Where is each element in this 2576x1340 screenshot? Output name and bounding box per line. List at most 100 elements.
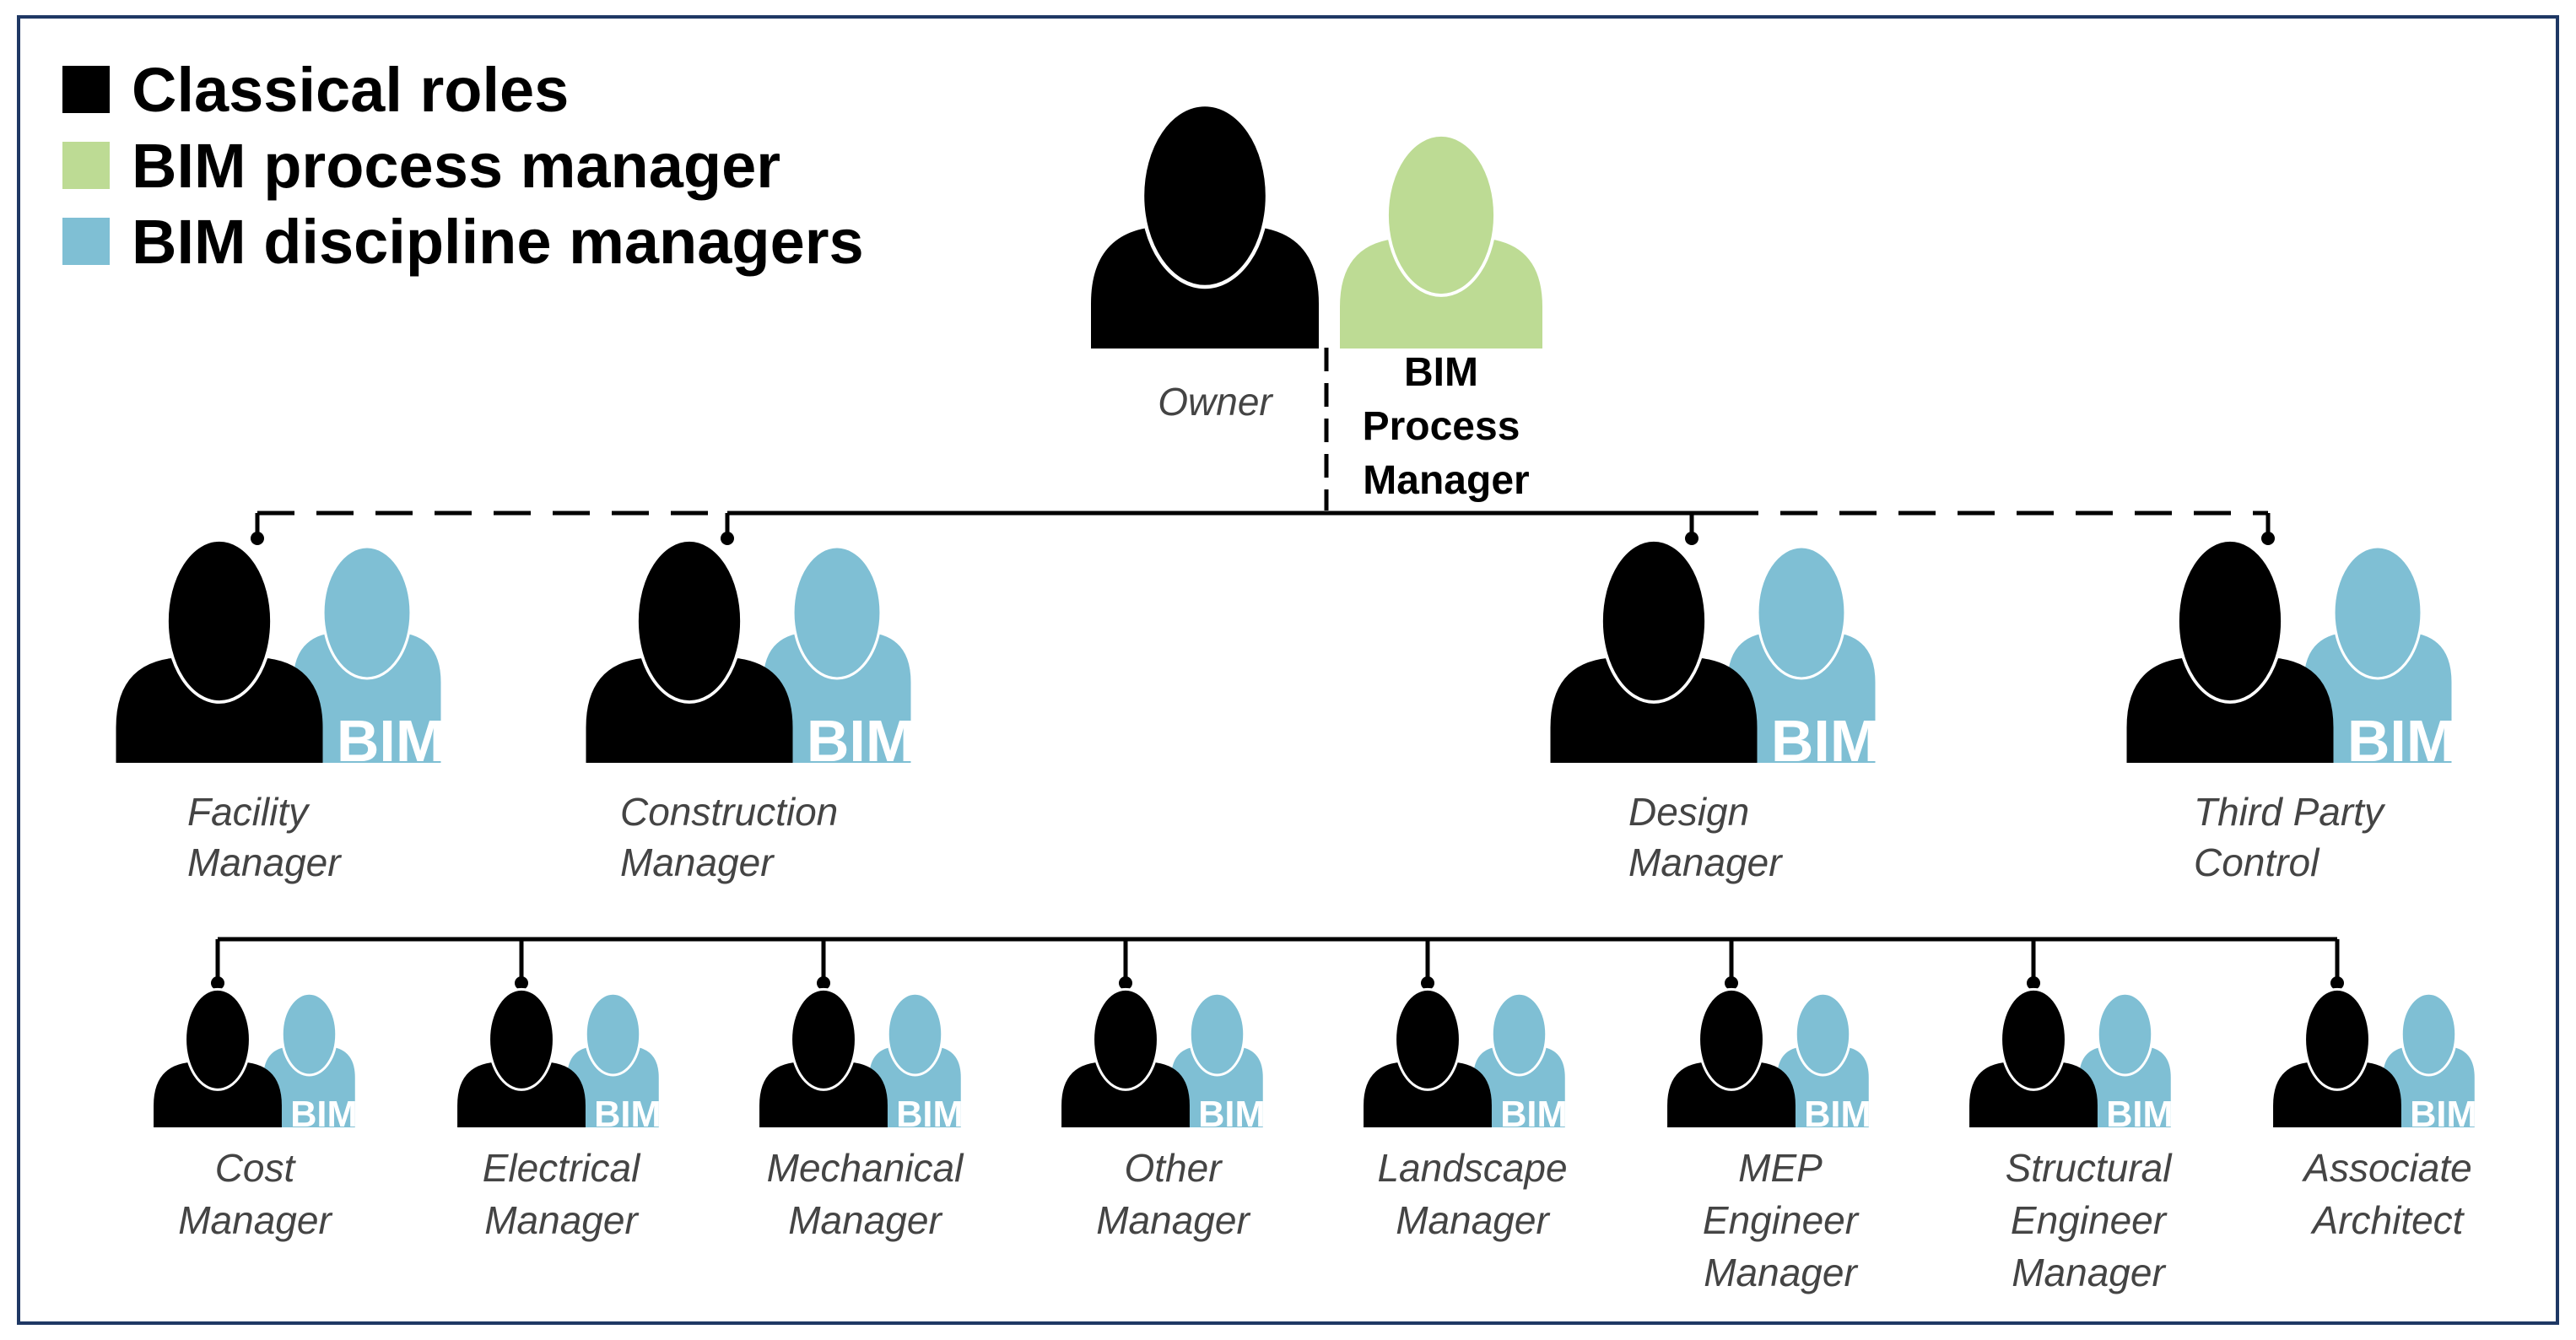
level2-landscape-manager-label-line-2: Manager (1396, 1198, 1550, 1242)
level1-facility-manager-bim-figure: BIM (293, 545, 445, 774)
level1-third-party-control-bim-mark: BIM (2347, 708, 2455, 774)
level2-mechanical-manager-bim-mark: BIM (896, 1094, 964, 1135)
level2-associate-architect-classical-figure-head (2303, 987, 2371, 1091)
level2-cost-manager-classical-figure-body (154, 1062, 282, 1127)
level1-facility-manager-bim-figure-body (293, 632, 441, 763)
level2-associate-architect-classical-figure (2273, 987, 2401, 1127)
level1-third-party-control-bim-figure: BIM (2303, 545, 2455, 774)
level2-other-manager-classical-figure (1061, 987, 1190, 1127)
connector-dot-level1-1 (251, 532, 264, 545)
level1-construction-manager-bim-figure-head (791, 545, 883, 680)
level1-design-manager-bim-figure: BIM (1727, 545, 1879, 774)
level2-structural-engineer-manager-label-line-1: Structural (2006, 1146, 2174, 1190)
level1-third-party-control-classical-figure-head (2176, 538, 2284, 704)
level2-structural-engineer-manager-classical-figure-body (1969, 1062, 2098, 1127)
level1-third-party-control-classical-figure-body (2126, 657, 2334, 763)
level2-mechanical-manager-classical-figure-head (790, 987, 857, 1091)
legend-swatch-bim-discipline (62, 218, 110, 265)
level2-landscape-manager-bim-figure-head (1490, 991, 1548, 1077)
level2-electrical-manager-label-line-1: Electrical (483, 1146, 641, 1190)
level1-facility-manager-label-line-1: Facility (187, 790, 311, 834)
top-figures (1091, 102, 1542, 349)
level2-structural-engineer-manager-bim-figure: BIM (2079, 991, 2174, 1135)
level1-design-manager-label-line-1: Design (1628, 790, 1749, 834)
level2-other-manager-classical-figure-body (1061, 1062, 1190, 1127)
level2-landscape-manager-bim-figure: BIM (1473, 991, 1568, 1135)
level1-construction-manager-bim-figure-body (763, 632, 911, 763)
level2-electrical-manager-bim-mark: BIM (594, 1094, 662, 1135)
level1-design-manager-bim-figure-head (1756, 545, 1847, 680)
level2-electrical-manager-bim-figure-head (584, 991, 642, 1077)
level1-construction-manager-classical-figure-body (586, 657, 793, 763)
connector-dot-level2-1 (211, 976, 224, 990)
legend-label-classical: Classical roles (132, 55, 569, 125)
level2-associate-architect-bim-figure: BIM (2383, 991, 2477, 1135)
level1-facility-manager-classical-figure-body (116, 657, 323, 763)
level2-mechanical-manager-classical-figure-body (759, 1062, 888, 1127)
level2-structural-engineer-manager-bim-figure-head (2096, 991, 2154, 1077)
level2-mep-engineer-manager-bim-figure: BIM (1777, 991, 1871, 1135)
level1-facility-manager-bim-figure-head (321, 545, 413, 680)
level2-associate-architect-label-line-1: Associate (2301, 1146, 2471, 1190)
level1-facility-manager-classical-figure (116, 538, 323, 763)
level2-structural-engineer-manager-label-line-3: Manager (2012, 1251, 2166, 1294)
level2-mechanical-manager-bim-figure: BIM (869, 991, 964, 1135)
level2-labels: CostManagerElectricalManagerMechanicalMa… (178, 1146, 2472, 1294)
level2-cost-manager-bim-mark: BIM (290, 1094, 358, 1135)
connector-dot-level2-6 (1725, 976, 1738, 990)
level2-mechanical-manager-classical-figure (759, 987, 888, 1127)
level1-third-party-control-bim-figure-head (2332, 545, 2423, 680)
level1-facility-manager-bim-mark: BIM (337, 708, 445, 774)
connector-dot-level1-4 (2261, 532, 2275, 545)
level2-structural-engineer-manager-bim-mark: BIM (2106, 1094, 2174, 1135)
level1-design-manager-bim-mark: BIM (1771, 708, 1879, 774)
level2-mep-engineer-manager-label-line-2: Engineer (1703, 1198, 1860, 1242)
level2-electrical-manager-classical-figure (457, 987, 586, 1127)
level2-roles: BIM BIM BIM BIM BIM BIM BIM BIM (154, 987, 2477, 1135)
level2-landscape-manager-classical-figure-body (1364, 1062, 1492, 1127)
connector-dot-level2-2 (515, 976, 528, 990)
level2-mechanical-manager-bim-figure-head (886, 991, 944, 1077)
level2-cost-manager-bim-figure-body (263, 1046, 355, 1127)
connector-dot-level2-7 (2027, 976, 2040, 990)
level2-mep-engineer-manager-bim-figure-body (1777, 1046, 1869, 1127)
level2-cost-manager-bim-figure: BIM (263, 991, 358, 1135)
bim-process-manager-label-line-3: Manager (1363, 458, 1529, 503)
level2-mep-engineer-manager-bim-mark: BIM (1804, 1094, 1871, 1135)
bim-process-manager-figure (1340, 133, 1542, 349)
bim-process-manager-label-line-2: Process (1363, 404, 1520, 449)
connector-dot-level2-5 (1421, 976, 1434, 990)
level1-design-manager-classical-figure-head (1600, 538, 1708, 704)
level2-landscape-manager-bim-mark: BIM (1500, 1094, 1568, 1135)
level1-design-manager-bim-figure-body (1727, 632, 1876, 763)
level2-structural-engineer-manager-classical-figure (1969, 987, 2098, 1127)
level2-mechanical-manager-label-line-1: Mechanical (767, 1146, 964, 1190)
level2-electrical-manager-label-line-2: Manager (484, 1198, 639, 1242)
connector-dot-level2-3 (817, 976, 830, 990)
level2-landscape-manager-classical-figure (1364, 987, 1492, 1127)
level2-electrical-manager-bim-figure-body (567, 1046, 659, 1127)
owner-figure-head (1140, 102, 1270, 289)
level2-mep-engineer-manager-label-line-3: Manager (1704, 1251, 1858, 1294)
level1-facility-manager-label-line-2: Manager (187, 840, 342, 884)
connectors (215, 348, 2340, 983)
level1-design-manager-classical-figure (1550, 538, 1758, 763)
level2-associate-architect-classical-figure-body (2273, 1062, 2401, 1127)
level2-mechanical-manager-bim-figure-body (869, 1046, 961, 1127)
legend-label-bim-discipline: BIM discipline managers (132, 207, 864, 277)
diagram-frame (17, 15, 2559, 1325)
level2-structural-engineer-manager-classical-figure-head (2000, 987, 2067, 1091)
level1-labels: FacilityManagerConstructionManagerDesign… (187, 790, 2386, 884)
connector-dot-level1-2 (721, 532, 734, 545)
level2-other-manager-bim-figure: BIM (1171, 991, 1266, 1135)
level2-other-manager-bim-figure-head (1188, 991, 1246, 1077)
level2-cost-manager-classical-figure (154, 987, 282, 1127)
legend-swatch-classical (62, 66, 110, 113)
level1-third-party-control-bim-figure-body (2303, 632, 2452, 763)
level1-third-party-control-label-line-1: Third Party (2194, 790, 2386, 834)
level1-construction-manager-classical-figure (586, 538, 793, 763)
legend: Classical roles BIM process manager BIM … (62, 55, 864, 277)
bim-process-manager-figure-head (1385, 133, 1497, 297)
level2-other-manager-label-line-2: Manager (1096, 1198, 1250, 1242)
